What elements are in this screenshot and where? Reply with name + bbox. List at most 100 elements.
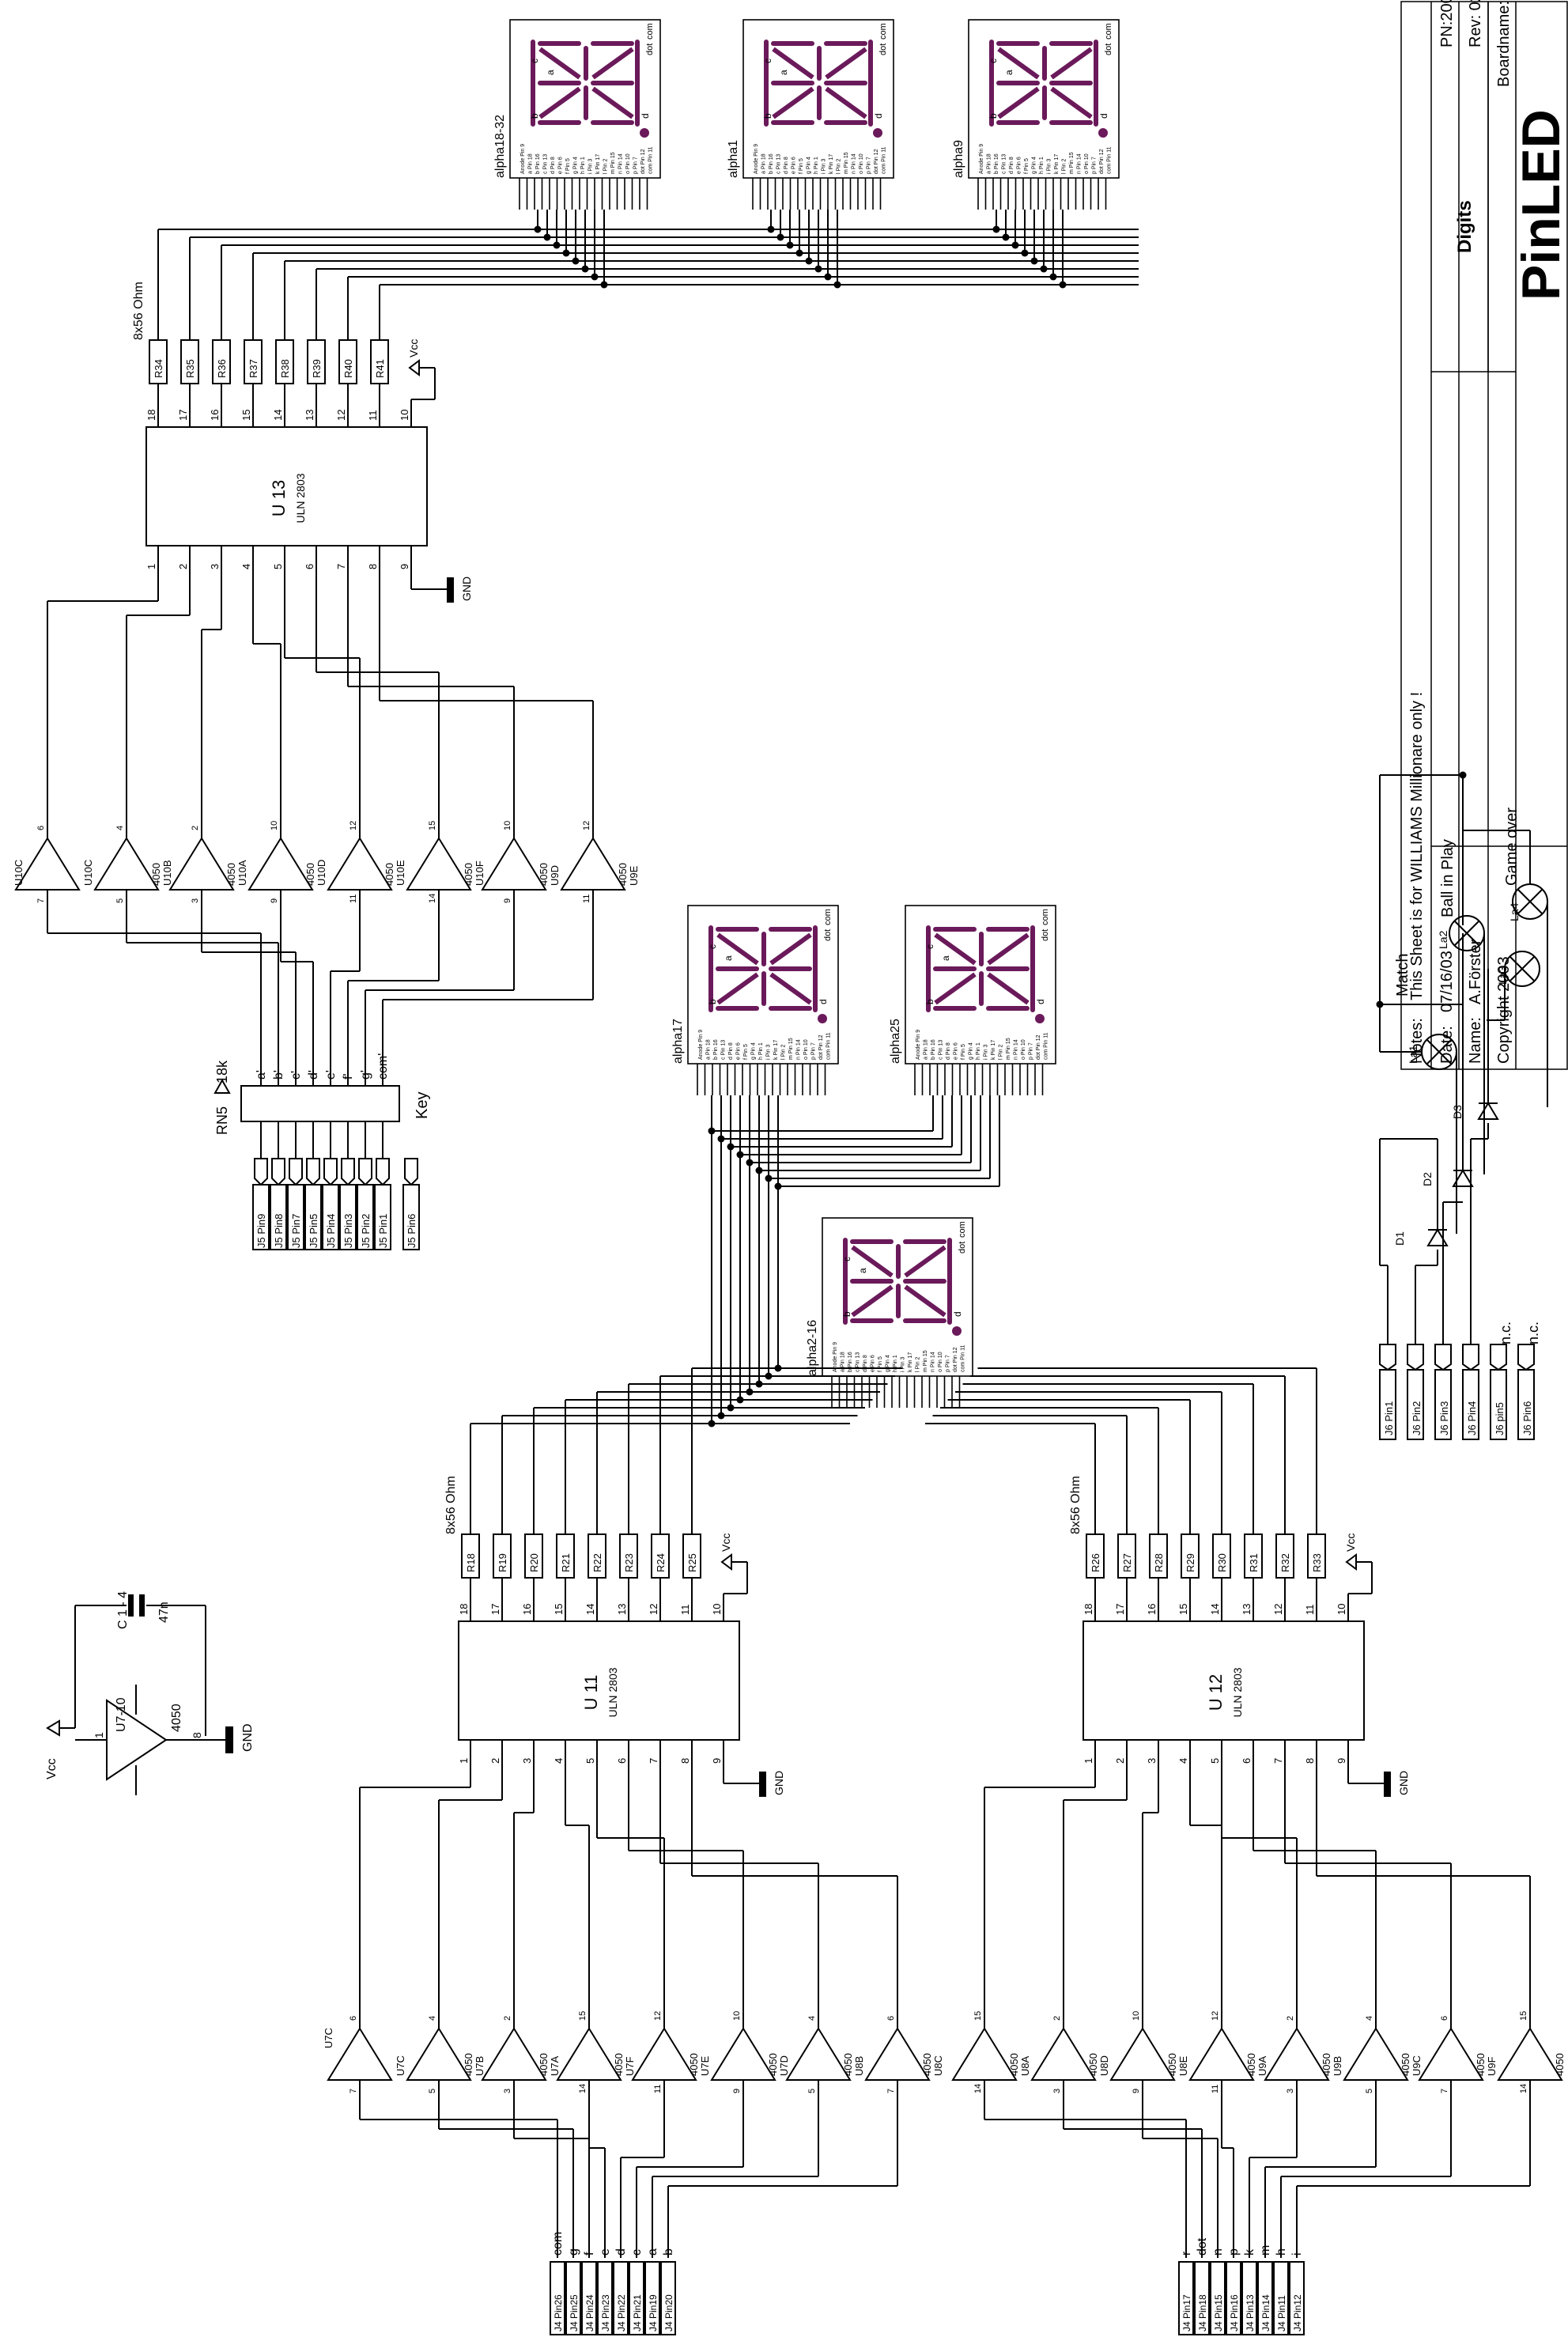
pin-label-group: com Pin 11 (1107, 146, 1113, 174)
buffer-name: U8B (853, 2056, 865, 2076)
seg-label-com-group: com (958, 1221, 967, 1238)
pin-label-group: h Pin 1 (814, 157, 819, 174)
buffer-name-group: U7E (699, 2055, 711, 2076)
pin-label-group: g Pin 4 (1032, 157, 1037, 174)
j4b-signal: i (1290, 2252, 1304, 2256)
seg-label-a-group: a (723, 955, 734, 961)
resistor-label: R34 (153, 359, 164, 378)
segment-diag-3 (1050, 47, 1093, 80)
cap-name: C 1 - 4 (116, 1591, 130, 1629)
buffer-triangle (556, 2027, 622, 2081)
segment-e (986, 1006, 1030, 1011)
junction-dot (805, 257, 813, 265)
connector-box (339, 1184, 357, 1250)
segment-e (903, 1318, 946, 1323)
seg-label-a: a (778, 70, 789, 75)
key-pin-label: J5 Pin9 (255, 1214, 267, 1248)
pin-label: g Pin 4 (886, 1355, 891, 1372)
segment-diag-2 (772, 86, 814, 119)
segment-d (1094, 40, 1098, 127)
pin-label: l Pin 2 (1062, 158, 1067, 174)
pin-label-group: i Pin 3 (901, 1356, 906, 1372)
seg-label-b-group: b (988, 113, 999, 119)
buffer-out-pin: 6 (349, 2016, 358, 2021)
ic-name: U 13 (269, 480, 289, 516)
segment-a (989, 40, 994, 127)
segment-h (761, 971, 766, 1006)
display-name: alpha9 (952, 140, 965, 178)
buffer-name: U8E (1177, 2055, 1189, 2076)
pin-num-bottom-group: 7 (335, 564, 347, 569)
j4a-signal-group: f (583, 2252, 596, 2256)
display-outline (822, 1217, 973, 1377)
lamp-match-label: Match (1394, 954, 1411, 996)
notes-text: This Sheet is for WILLIAMS Millionare on… (1408, 692, 1426, 1000)
pin-label-group: a Pin 18 (761, 153, 767, 174)
pin-label-group: f Pin 5 (565, 158, 571, 174)
j4b-box (1257, 2261, 1273, 2335)
j4a-signal: c (630, 2249, 644, 2256)
j6-box (1462, 1369, 1479, 1440)
pin-num-bottom-group: 5 (1209, 1758, 1221, 1764)
buffer-out-pin-group: 4 (428, 2016, 437, 2021)
buffer-part-group: 4050 (1321, 2053, 1332, 2076)
pin-label: k Pin 17 (991, 1040, 996, 1060)
segment-h (896, 1284, 901, 1318)
seg-label-b-group: b (841, 1311, 852, 1317)
display-name: alpha18-32 (493, 115, 507, 178)
j6-pin-label-group: J6 Pin1 (1383, 1401, 1395, 1435)
j4a-pin-group: J4 Pin19 (648, 2294, 659, 2331)
pin-label: l Pin 2 (781, 1044, 787, 1060)
pin-num-top: 16 (209, 410, 221, 421)
pin-label-group: f Pin 5 (1024, 158, 1030, 174)
seg-label-com-group: com (823, 909, 833, 925)
junction-dot (1030, 257, 1038, 265)
nc-label-6-group: n.c. (1525, 1322, 1541, 1344)
gnd-symbol (1384, 1772, 1391, 1797)
pin-num-bottom-group: 2 (1114, 1758, 1126, 1764)
buffer-out-pin-group: 4 (115, 826, 125, 830)
j4a-signal-group: c (630, 2249, 644, 2256)
j4a-signal-group: a (646, 2248, 659, 2256)
buffer-name: U10D (315, 860, 327, 886)
resistor-label-group: R36 (216, 359, 228, 378)
pin-label: k Pin 17 (908, 1352, 913, 1372)
pin-label: f Pin 5 (565, 158, 571, 174)
lamp-la4-label-group: La4 (1508, 902, 1521, 921)
buffer-out-pin: 4 (428, 2016, 437, 2021)
connector-tip (271, 1158, 285, 1186)
seg-label-d-group: d (952, 1311, 963, 1317)
pin-label-group: l Pin 2 (916, 1356, 921, 1372)
pin-num-top-group: 11 (1304, 1605, 1316, 1616)
seg-label-c-group: c (529, 59, 540, 63)
resistor-label: R38 (279, 359, 291, 378)
pin-label-group: k Pin 17 (595, 154, 601, 174)
pin-label: h Pin 1 (814, 157, 819, 174)
j4b-signal: r (1180, 2251, 1193, 2256)
buffer-out-pin-group: 6 (1440, 2016, 1449, 2021)
pin-label-group: a Pin 18 (924, 1039, 929, 1060)
resistor-array-label-group: 8x56 Ohm (132, 282, 145, 340)
pin-num-top: 15 (1177, 1604, 1189, 1615)
seg-label-a: a (1003, 70, 1014, 75)
pin-num-top: 15 (553, 1604, 565, 1615)
junction-dot (755, 1167, 763, 1174)
segment-a (708, 925, 713, 1012)
seg-label-dot: dot (645, 43, 655, 55)
buffer-name: U9B (1332, 2056, 1343, 2076)
pin-label-group: dot Pin 12 (640, 149, 646, 174)
name-label: Name: (1467, 1017, 1484, 1064)
key-network: RN5 18k Key (213, 1060, 431, 1135)
segment-a (926, 925, 931, 1012)
j4b-pin-group: J4 Pin13 (1245, 2294, 1256, 2331)
junction-dot (708, 1127, 716, 1135)
pin8-label: 8 (191, 1732, 203, 1738)
gnd-label-group: GND (1397, 1771, 1410, 1795)
buffer-out-pin-group: 15 (1519, 2011, 1528, 2021)
diode-d3-label: D3 (1451, 1105, 1464, 1119)
j4b-box (1273, 2261, 1289, 2335)
pin-num-top: 18 (145, 410, 157, 421)
buffer-out-pin: 12 (653, 2011, 663, 2021)
